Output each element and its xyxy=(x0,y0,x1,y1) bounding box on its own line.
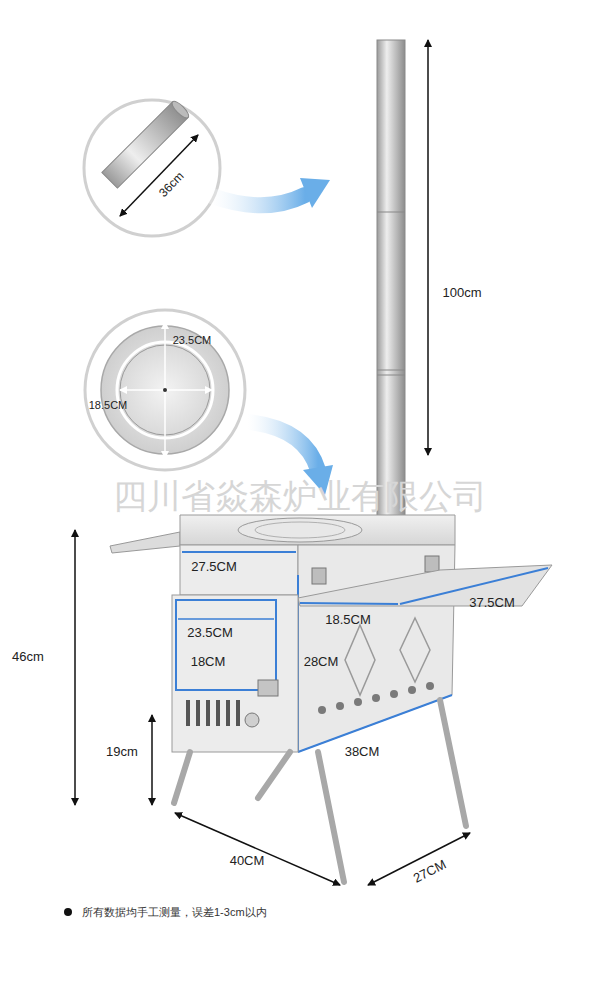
dimension-label: 18.5CM xyxy=(87,399,130,412)
dimension-label: 100cm xyxy=(440,286,483,301)
dimension-label: 40CM xyxy=(228,854,267,869)
dimension-label: 23.5CM xyxy=(171,334,214,347)
dimension-label: 37.5CM xyxy=(467,596,517,611)
dimension-label: 18.5CM xyxy=(323,613,373,628)
dimension-label: 18CM xyxy=(189,655,228,670)
footnote: 所有数据均手工测量，误差1-3cm以内 xyxy=(80,906,269,919)
dimension-label: 46cm xyxy=(10,650,46,665)
watermark: 四川省焱森炉业有限公司 xyxy=(111,477,489,516)
dimension-label: 23.5CM xyxy=(185,626,235,641)
dimension-label: 28CM xyxy=(302,655,341,670)
dimension-label: 19cm xyxy=(104,745,140,760)
dimension-label: 27.5CM xyxy=(189,560,239,575)
dimension-label: 38CM xyxy=(343,745,382,760)
